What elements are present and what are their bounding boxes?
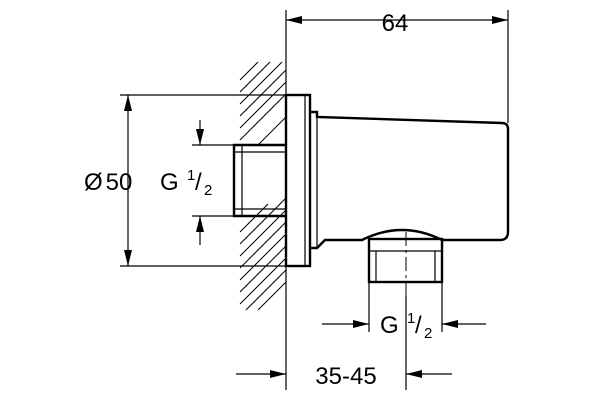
wall-thread-separator: / [195, 169, 202, 196]
wall-thread-denominator: 2 [204, 182, 212, 199]
outlet-thread-prefix: G [380, 312, 399, 339]
dimension-wall-depth: 35-45 [236, 296, 452, 390]
wall-nipple [232, 143, 286, 218]
wall-thread-prefix: G [160, 169, 179, 196]
rosette [284, 93, 312, 268]
outlet-thread-denominator: 2 [424, 325, 432, 342]
dimension-overall-length: 64 [286, 10, 509, 123]
dimension-outlet-thread: G 1 / 2 [322, 282, 486, 342]
wall-hatching [239, 61, 287, 311]
dimension-wall-thread: G 1 / 2 [160, 120, 234, 245]
wall-thread-numerator: 1 [187, 167, 195, 184]
diameter-value: 50 [106, 169, 133, 196]
elbow-body [310, 110, 510, 250]
outlet-thread-separator: / [415, 312, 422, 339]
wall-depth-label: 35-45 [315, 363, 376, 390]
diameter-symbol: Ø [84, 169, 103, 196]
outlet-thread-numerator: 1 [407, 310, 415, 327]
overall-length-label: 64 [382, 10, 409, 37]
